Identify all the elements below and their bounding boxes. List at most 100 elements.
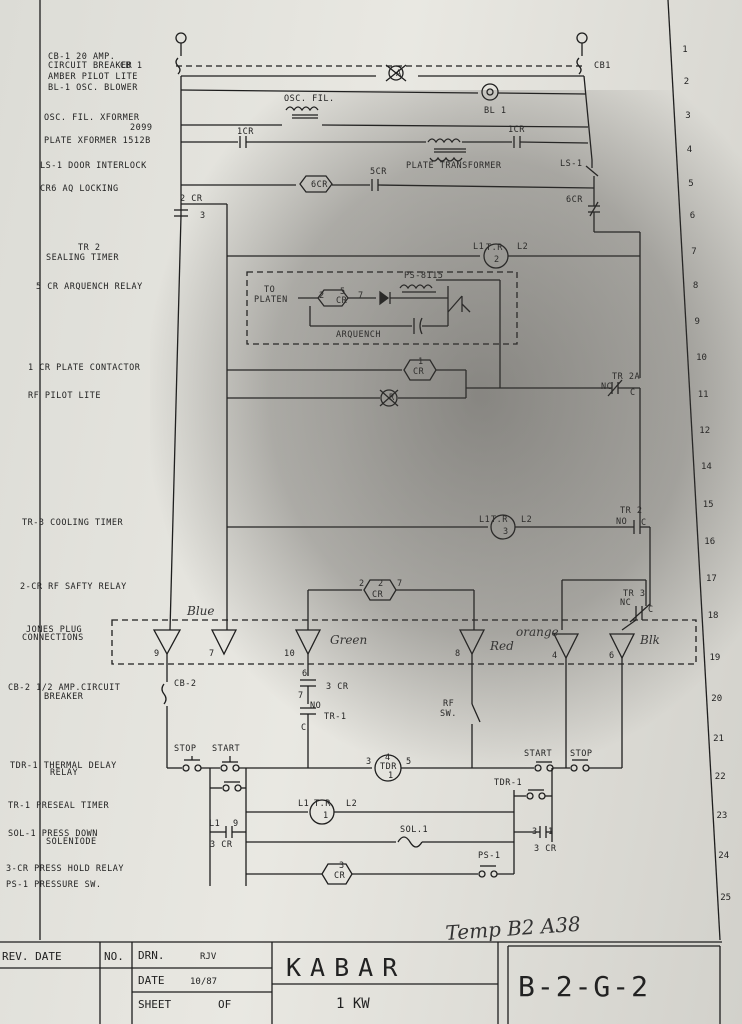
rung-number: 25 bbox=[720, 893, 731, 903]
component-label: 7 bbox=[397, 579, 403, 589]
rung-number: 20 bbox=[711, 694, 722, 704]
component-label: RF bbox=[443, 699, 454, 709]
rung-description: TR 2 bbox=[78, 243, 100, 253]
component-label: SW. bbox=[440, 709, 457, 719]
component-label: 5CR bbox=[370, 167, 387, 177]
component-label: 5 bbox=[406, 757, 412, 767]
rung-description: SOL-1 PRESS DOWN bbox=[8, 829, 98, 839]
rung-number: 15 bbox=[703, 500, 714, 510]
rung-description: RF PILOT LITE bbox=[28, 391, 101, 401]
component-label: CB-2 bbox=[174, 679, 196, 689]
component-label: PS-1 bbox=[478, 851, 500, 861]
right-terminal bbox=[576, 32, 588, 44]
rung-description: JONES PLUG bbox=[26, 625, 82, 635]
component-label: L1 bbox=[473, 242, 484, 252]
component-label: 9 bbox=[233, 819, 239, 829]
component-label: TDR-1 bbox=[494, 778, 522, 788]
component-label: TR-1 bbox=[324, 712, 346, 722]
power-rating: 1 KW bbox=[336, 996, 370, 1012]
component-label: NO bbox=[616, 517, 627, 527]
component-label: CR bbox=[336, 296, 348, 306]
osc-blower bbox=[481, 83, 499, 101]
rung-description: CONNECTIONS bbox=[22, 633, 84, 643]
component-label: T.R bbox=[314, 799, 331, 809]
rung-description: LS-1 DOOR INTERLOCK bbox=[40, 161, 147, 171]
rung-number: 18 bbox=[708, 611, 719, 621]
drn-value: RJV bbox=[200, 952, 217, 962]
rung-number: 5 bbox=[688, 179, 693, 189]
rung-description: SOLENIODE bbox=[46, 837, 97, 847]
component-label: 6CR bbox=[311, 180, 328, 190]
component-label: 4 bbox=[552, 651, 558, 661]
rung-number: 9 bbox=[695, 317, 700, 327]
component-label: 2 bbox=[378, 579, 384, 589]
component-label: 3 bbox=[339, 861, 345, 871]
component-label: C bbox=[648, 605, 654, 615]
handwritten-note: Red bbox=[489, 639, 514, 653]
rung-number: 12 bbox=[699, 426, 710, 436]
component-label: STOP bbox=[174, 744, 196, 754]
rung-number: 23 bbox=[717, 811, 728, 821]
component-label: 10 bbox=[284, 649, 295, 659]
component-label: 1CR bbox=[237, 127, 254, 137]
osc-fil-xformer bbox=[181, 106, 589, 128]
of-label: OF bbox=[218, 998, 231, 1011]
rung-description: BREAKER bbox=[44, 692, 84, 702]
component-label: C bbox=[630, 388, 636, 398]
rung-description: OSC. FIL. XFORMER bbox=[44, 113, 140, 123]
rung-number: 7 bbox=[691, 247, 696, 257]
handwritten-note: orange bbox=[516, 625, 559, 639]
rung-number: 16 bbox=[704, 537, 715, 547]
component-label: 1 bbox=[548, 827, 554, 837]
date-label: DATE bbox=[138, 974, 165, 987]
component-label: 1CR bbox=[508, 125, 525, 135]
component-label: NC bbox=[601, 382, 612, 392]
right-border-line bbox=[667, 0, 721, 941]
component-label: 9 bbox=[154, 649, 160, 659]
tr3-cooling-timer bbox=[227, 514, 651, 606]
component-label: 1 bbox=[323, 811, 329, 821]
rung-description: CB-2 1/2 AMP.CIRCUIT bbox=[8, 683, 120, 693]
rung-number: 1 bbox=[682, 45, 687, 55]
component-label: A bbox=[396, 69, 402, 79]
component-label: 2 bbox=[319, 291, 325, 301]
rung-description: TR-1 PRESEAL TIMER bbox=[8, 801, 109, 811]
company-name: KABAR bbox=[286, 953, 406, 982]
component-label: 2 bbox=[494, 255, 500, 265]
component-label: BL 1 bbox=[484, 106, 506, 116]
rung-description: 5 CR ARQUENCH RELAY bbox=[36, 282, 143, 292]
handwritten-note: Blk bbox=[639, 633, 660, 647]
component-label: STOP bbox=[570, 749, 592, 759]
drn-label: DRN. bbox=[138, 949, 165, 962]
component-label: NO bbox=[310, 701, 321, 711]
rung-number: 19 bbox=[710, 653, 721, 663]
component-label: 7 bbox=[209, 649, 215, 659]
rung-description: 3-CR PRESS HOLD RELAY bbox=[6, 864, 124, 874]
rung-description: 1 CR PLATE CONTACTOR bbox=[28, 363, 141, 373]
left-terminal bbox=[175, 32, 187, 44]
component-label: L1 bbox=[298, 799, 309, 809]
component-label: 2 CR bbox=[180, 194, 203, 204]
rung-number: 8 bbox=[693, 281, 698, 291]
plate-xformer-rung bbox=[181, 136, 589, 162]
aq-locking-rung bbox=[181, 175, 595, 193]
component-label: TO bbox=[264, 285, 275, 295]
component-label: 3 CR bbox=[210, 840, 233, 850]
rung-description: RELAY bbox=[50, 768, 78, 778]
rung-number: 4 bbox=[687, 145, 692, 155]
rung-number: 24 bbox=[718, 851, 729, 861]
component-label: 8 bbox=[455, 649, 461, 659]
component-label: CR bbox=[372, 590, 384, 600]
date-value: 10/87 bbox=[190, 977, 217, 987]
amber-pilot-lite bbox=[385, 64, 407, 82]
component-label: SOL.1 bbox=[400, 825, 428, 835]
sheet-label: SHEET bbox=[138, 998, 171, 1011]
component-label: 6 bbox=[609, 651, 615, 661]
component-label: 3 bbox=[532, 827, 538, 837]
title-block: REV. DATE NO. DRN. RJV DATE 10/87 SHEET … bbox=[2, 949, 648, 1012]
component-label: PS-8115 bbox=[404, 271, 443, 281]
rung-description: 2099 bbox=[130, 123, 152, 133]
